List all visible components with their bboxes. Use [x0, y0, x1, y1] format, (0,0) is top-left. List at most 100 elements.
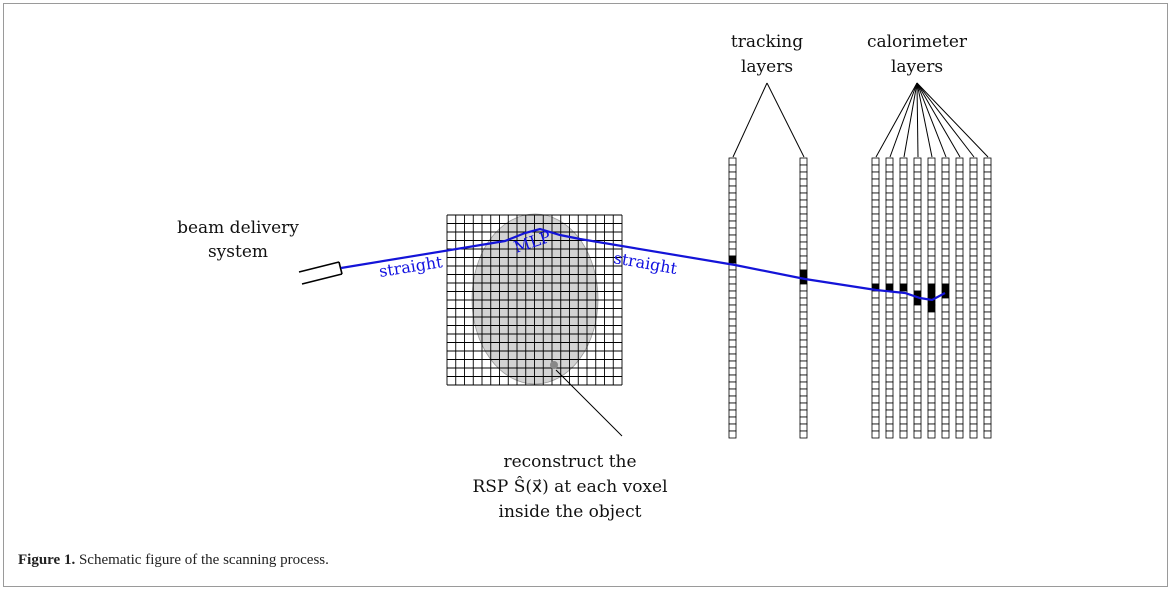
detector-cell	[941, 374, 950, 383]
detector-cell	[927, 255, 936, 264]
calorimeter-pointer	[916, 82, 961, 158]
detector-cell	[955, 199, 964, 208]
detector-cell	[941, 269, 950, 278]
detector-cell	[955, 381, 964, 390]
detector-cell	[969, 409, 978, 418]
detector-cell	[969, 325, 978, 334]
detector-cell	[799, 283, 808, 292]
detector-cell	[871, 185, 880, 194]
detector-cell	[983, 297, 992, 306]
detector-cell	[885, 262, 894, 271]
detector-cell	[885, 157, 894, 166]
detector-cell	[983, 423, 992, 432]
detector-cell	[941, 157, 950, 166]
detector-cell	[728, 157, 737, 166]
detector-cell	[913, 423, 922, 432]
detector-cell	[899, 318, 908, 327]
detector-cell	[728, 423, 737, 432]
detector-cell	[927, 276, 936, 285]
detector-cell	[899, 381, 908, 390]
detector-cell	[983, 157, 992, 166]
detector-cell	[927, 367, 936, 376]
detector-cell	[871, 234, 880, 243]
detector-cell	[955, 332, 964, 341]
detector-cell	[871, 304, 880, 313]
detector-cell	[927, 430, 936, 439]
detector-cell	[927, 157, 936, 166]
detector-cell	[728, 367, 737, 376]
detector-cell	[871, 339, 880, 348]
detector-cell	[871, 241, 880, 250]
detector-cell	[913, 178, 922, 187]
calorimeter-pointer	[903, 82, 918, 158]
detector-cell	[927, 381, 936, 390]
detector-cell	[941, 276, 950, 285]
detector-cell	[899, 199, 908, 208]
detector-cell	[927, 423, 936, 432]
detector-cell	[885, 269, 894, 278]
detector-cell	[927, 311, 936, 320]
detector-cell	[955, 367, 964, 376]
detector-cell	[969, 297, 978, 306]
calorimeter-layer-5	[927, 157, 936, 439]
detector-cell	[885, 248, 894, 257]
detector-cell	[799, 248, 808, 257]
detector-cell	[799, 206, 808, 215]
detector-cell	[927, 339, 936, 348]
detector-cell	[941, 164, 950, 173]
detector-cell	[983, 325, 992, 334]
detector-cell	[899, 388, 908, 397]
detector-cell	[955, 304, 964, 313]
detector-cell	[871, 262, 880, 271]
detector-cell	[871, 297, 880, 306]
detector-cell	[871, 192, 880, 201]
detector-cell	[969, 290, 978, 299]
detector-cell	[955, 248, 964, 257]
detector-cell	[913, 346, 922, 355]
calorimeter-pointer	[875, 82, 918, 158]
detector-cell	[969, 374, 978, 383]
detector-cell	[871, 409, 880, 418]
detector-cell	[899, 248, 908, 257]
detector-cell	[885, 311, 894, 320]
detector-cell	[799, 402, 808, 411]
detector-cell	[955, 178, 964, 187]
detector-cell	[941, 297, 950, 306]
detector-cell	[927, 325, 936, 334]
detector-cell	[983, 381, 992, 390]
detector-cell	[955, 388, 964, 397]
calorimeter-label-line2: layers	[891, 57, 943, 77]
detector-cell	[728, 185, 737, 194]
detector-cell	[885, 192, 894, 201]
detector-cell	[913, 164, 922, 173]
detector-cell	[885, 353, 894, 362]
detector-cell	[941, 353, 950, 362]
detector-cell	[913, 269, 922, 278]
detector-cell	[941, 416, 950, 425]
hit-cell	[885, 283, 894, 292]
detector-cell	[969, 416, 978, 425]
detector-cell	[728, 206, 737, 215]
detector-cell	[913, 367, 922, 376]
detector-cell	[885, 178, 894, 187]
detector-cell	[728, 199, 737, 208]
detector-cell	[799, 157, 808, 166]
detector-cell	[969, 157, 978, 166]
detector-cell	[885, 360, 894, 369]
detector-cell	[799, 262, 808, 271]
detector-cell	[728, 304, 737, 313]
detector-cell	[941, 304, 950, 313]
detector-cell	[728, 269, 737, 278]
detector-cell	[728, 332, 737, 341]
detector-cell	[955, 213, 964, 222]
detector-cell	[871, 430, 880, 439]
detector-cell	[983, 192, 992, 201]
calorimeter-layer-4	[913, 157, 922, 439]
detector-cell	[899, 213, 908, 222]
detector-cell	[983, 332, 992, 341]
detector-cell	[899, 360, 908, 369]
detector-cell	[871, 178, 880, 187]
detector-cell	[941, 367, 950, 376]
detector-cell	[899, 332, 908, 341]
